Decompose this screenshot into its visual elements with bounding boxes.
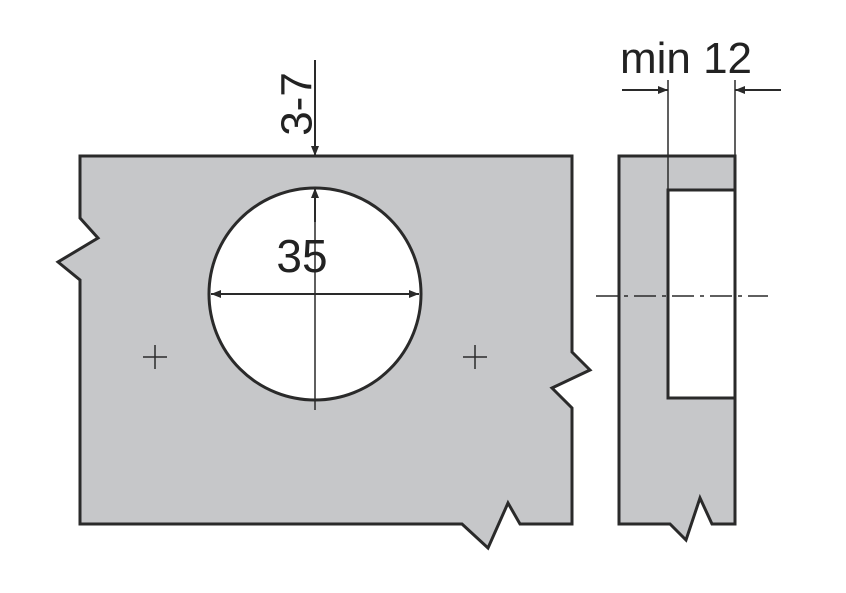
min-thickness-label: min 12 xyxy=(620,34,752,83)
screw-mark-right xyxy=(463,345,487,369)
screw-mark-left xyxy=(143,345,167,369)
offset-label: 3-7 xyxy=(273,72,322,136)
hole-diameter-label: 35 xyxy=(276,230,327,282)
cup-recess-section xyxy=(666,188,737,400)
